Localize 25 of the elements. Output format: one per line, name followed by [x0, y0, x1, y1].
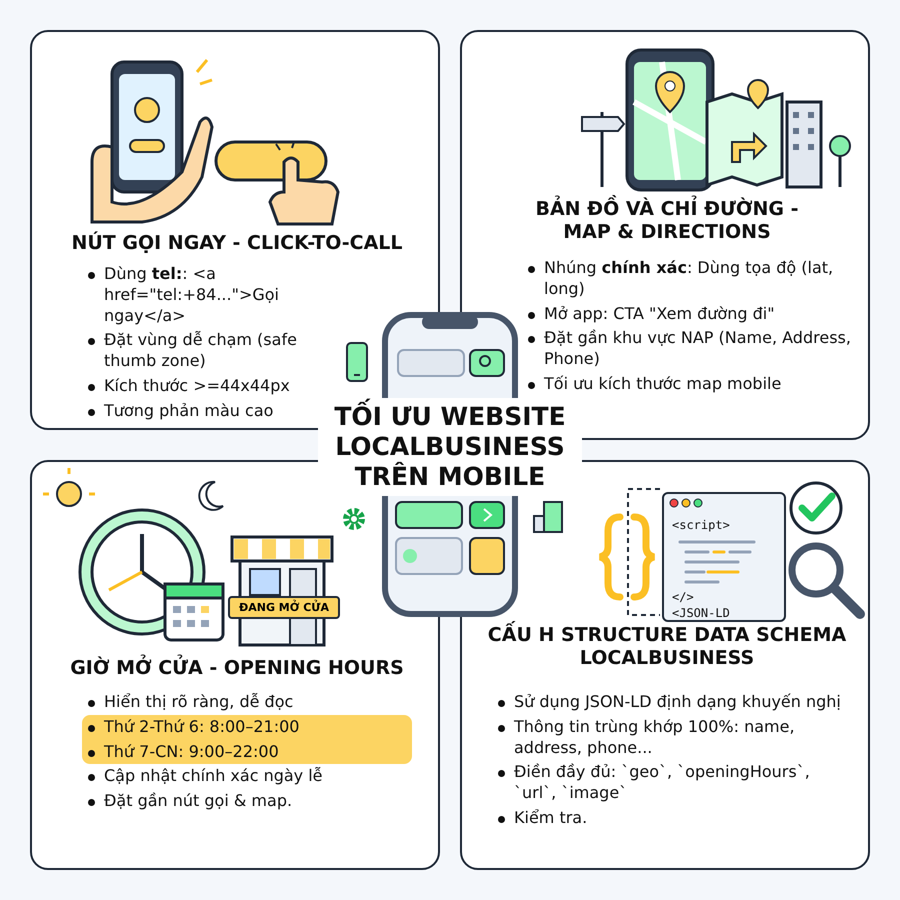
bullet-item: Sử dụng JSON-LD định dạng khuyến nghị [492, 690, 852, 715]
bullet-item: Tối ưu kích thước map mobile [522, 372, 862, 397]
bullet-item: Cập nhật chính xác ngày lễ [82, 764, 412, 790]
bullet-item: Thứ 2-Thứ 6: 8:00–21:00 [82, 714, 412, 740]
bullet-item: Mở app: CTA "Xem đường đi" [522, 302, 862, 326]
code-text: </> [672, 590, 694, 604]
bullet-item: Hiển thị rõ ràng, dễ đọc [82, 690, 412, 715]
bullet-item: Nhúng chính xác: Dùng tọa độ (lat, long) [522, 256, 862, 302]
card-heading: NÚT GỌI NGAY - CLICK-TO-CALL [70, 232, 404, 255]
bullet-item: Đặt gần nút gọi & map. [82, 789, 412, 814]
open-sign: ĐANG MỞ CỬA [228, 596, 340, 619]
diagram-title: TỐI ƯU WEBSITE LOCALBUSINESS TRÊN MOBILE [318, 398, 582, 496]
bullet-item: Kích thước >=44x44px [82, 374, 352, 399]
code-text: <JSON-LD [672, 606, 730, 620]
info-card [30, 460, 440, 870]
bullet-item: Thứ 7-CN: 9:00–22:00 [82, 740, 412, 764]
bullet-item: Đặt gần khu vực NAP (Name, Address, Phone) [522, 326, 862, 372]
bullet-item: Dùng tel:: <a href="tel:+84...">Gọi ngay</a> [82, 262, 352, 328]
bullet-item: Thông tin trùng khớp 100%: name, address, phone... [492, 714, 852, 760]
info-card [30, 30, 440, 430]
bullet-item: Điền đầy đủ: `geo`, `openingHours`, `url`, `image` [492, 760, 852, 806]
bullet-item: Kiểm tra. [492, 806, 852, 831]
code-window [662, 492, 786, 622]
code-text: <script> [672, 518, 730, 532]
card-heading: GIỜ MỞ CỬA - OPENING HOURS [52, 657, 422, 680]
